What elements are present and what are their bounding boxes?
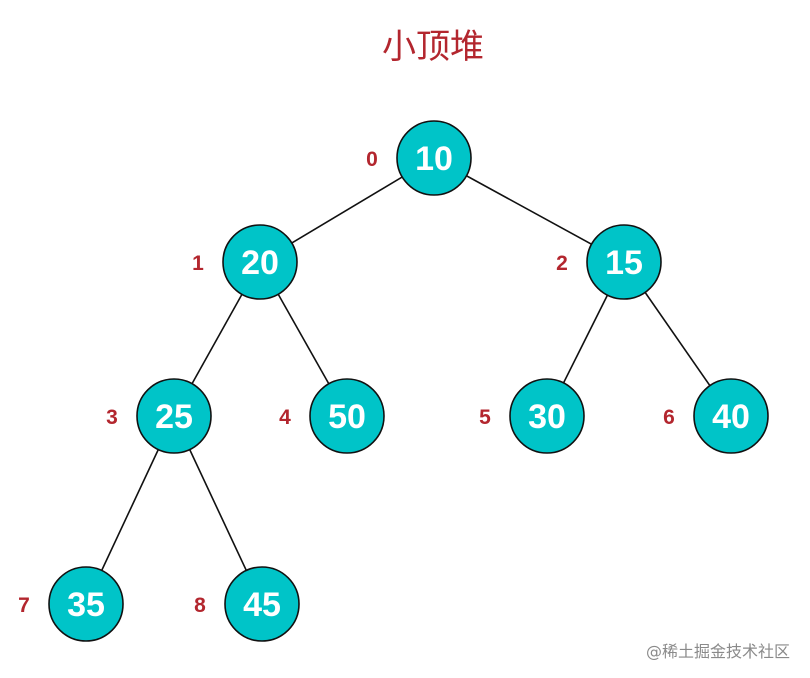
node-index-label: 4 [279, 406, 291, 429]
node-value: 35 [67, 586, 105, 624]
node-value: 10 [415, 140, 453, 178]
node-index-label: 6 [663, 406, 675, 429]
node-value: 20 [241, 244, 279, 282]
node-value: 30 [528, 398, 566, 436]
heap-node-7: 35 7 [18, 566, 124, 642]
node-circle [224, 566, 300, 642]
node-circle [136, 378, 212, 454]
heap-node-0: 10 0 [366, 120, 472, 196]
node-index-label: 1 [192, 252, 204, 275]
watermark: @稀土掘金技术社区 [646, 642, 790, 661]
node-value: 40 [712, 398, 750, 436]
node-index-label: 3 [106, 406, 118, 429]
node-circle [693, 378, 769, 454]
heap-node-1: 20 1 [192, 224, 298, 300]
node-circle [48, 566, 124, 642]
node-value: 25 [155, 398, 193, 436]
heap-node-4: 50 4 [279, 378, 385, 454]
heap-node-5: 30 5 [479, 378, 585, 454]
heap-node-3: 25 3 [106, 378, 212, 454]
heap-node-6: 40 6 [663, 378, 769, 454]
node-value: 45 [243, 586, 281, 624]
node-index-label: 7 [18, 594, 30, 617]
node-circle [309, 378, 385, 454]
node-circle [586, 224, 662, 300]
node-value: 15 [605, 244, 643, 282]
node-index-label: 5 [479, 406, 491, 429]
node-index-label: 2 [556, 252, 568, 275]
heap-node-2: 15 2 [556, 224, 662, 300]
node-index-label: 8 [194, 594, 206, 617]
node-circle [509, 378, 585, 454]
nodes-layer: 10 0 20 1 15 2 25 3 50 4 30 5 40 6 35 7 45 8 [18, 120, 769, 642]
heap-node-8: 45 8 [194, 566, 300, 642]
node-index-label: 0 [366, 148, 378, 171]
diagram-title: 小顶堆 [382, 27, 484, 67]
node-circle [396, 120, 472, 196]
node-circle [222, 224, 298, 300]
node-value: 50 [328, 398, 366, 436]
